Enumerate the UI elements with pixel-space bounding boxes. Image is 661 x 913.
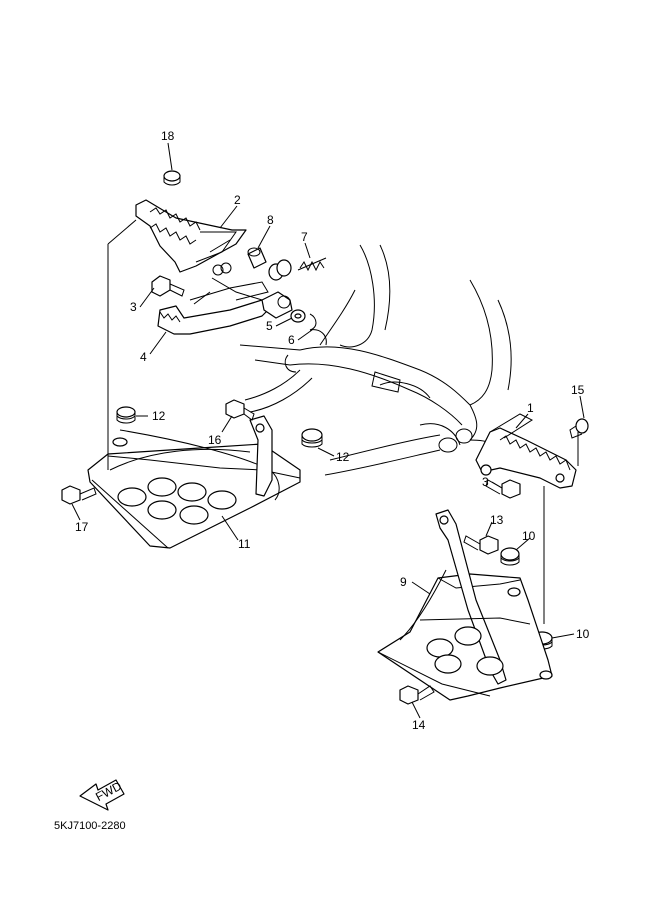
callout-5: 5 [266,319,273,333]
left-footrest [135,199,247,276]
callout-12-left: 12 [152,409,166,423]
callout-17: 17 [75,520,89,534]
bolt-14 [399,685,435,705]
callout-10-lower: 10 [576,627,590,641]
grommet-12-middle [301,428,323,448]
callout-7: 7 [301,230,308,244]
bolt-3-lower [485,479,521,499]
bolt-3-upper [151,275,185,297]
callout-12-middle: 12 [336,450,350,464]
drawing-code: 5KJ7100-2280 [54,820,126,832]
left-footguard [87,415,301,549]
callout-18: 18 [161,129,175,143]
clip-6 [309,313,317,331]
callout-3-lower: 3 [482,475,489,489]
leader-lines [71,142,585,719]
bolt-17 [61,485,97,505]
callout-1: 1 [527,401,534,415]
nut-15 [569,418,589,439]
callout-14: 14 [412,718,426,732]
grommet-10-upper [500,547,520,566]
callout-3-upper: 3 [130,300,137,314]
bolt-16 [225,399,255,421]
callout-2: 2 [234,193,241,207]
callout-9: 9 [400,575,407,589]
callout-4: 4 [140,350,147,364]
callout-11: 11 [238,537,251,551]
frame-outline [239,244,512,476]
callout-16: 16 [208,433,222,447]
right-footrest [475,413,577,489]
callout-15: 15 [571,383,585,397]
grommet-12-left [116,406,136,424]
callout-13: 13 [490,513,504,527]
fwd-arrow-icon: FWD [79,779,125,811]
callout-10-upper: 10 [522,529,536,543]
bushing-8 [247,247,267,269]
bolt-13 [463,535,499,555]
right-footguard [377,509,553,701]
nut-18 [163,170,181,186]
callout-6: 6 [288,333,295,347]
pedal-pivot-parts [261,259,317,331]
callout-labels: 18 2 8 7 3 5 6 4 12 16 12 1 15 3 17 11 1… [75,129,590,732]
spring-7 [297,257,327,272]
callout-8: 8 [267,213,274,227]
